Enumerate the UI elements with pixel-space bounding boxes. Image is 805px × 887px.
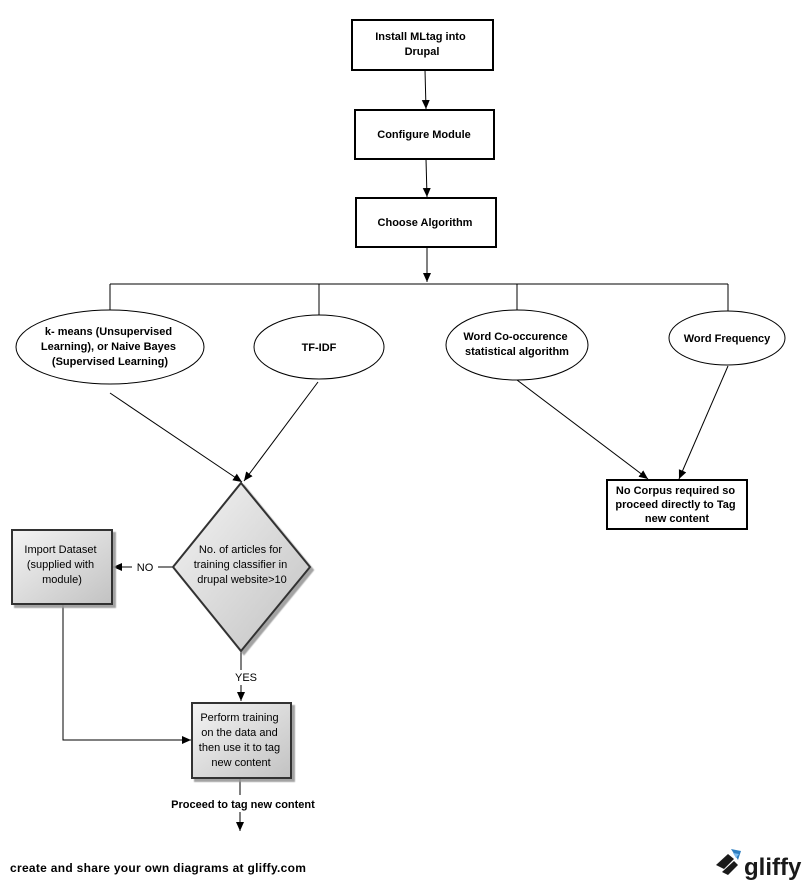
node-decision-line: No. of articles for: [199, 544, 282, 556]
node-nocorpus-line: No Corpus required so: [616, 485, 735, 497]
node-proceed: Proceed to tag new content: [171, 799, 315, 811]
node-tfidf-line: TF-IDF: [302, 342, 337, 354]
svg-text:TF-IDF: TF-IDF: [302, 342, 337, 354]
svg-text:Configure Module: Configure Module: [377, 129, 471, 141]
edge-label-yes: YES: [235, 672, 257, 684]
edge-tfidf-decision: [243, 381, 319, 482]
svg-text:No. of articles for trai: No. of articles for training classifier …: [194, 544, 291, 586]
node-wordfreq-line: Word Frequency: [684, 333, 771, 345]
edge-label-no: NO: [137, 562, 154, 574]
gliffy-logo-icon: [716, 849, 741, 875]
node-decision-line: drupal website>10: [197, 574, 287, 586]
node-proceed-line: Proceed to tag new content: [171, 799, 315, 811]
node-import-line: module): [42, 574, 82, 586]
node-cooccurrence[interactable]: Word Co-occurence statistical algorithm: [445, 309, 589, 381]
edge-cooc-nocorpus: [516, 379, 649, 480]
node-word-frequency[interactable]: Word Frequency: [668, 310, 786, 366]
node-training-line: Perform training: [200, 712, 278, 724]
node-configure[interactable]: Configure Module: [354, 109, 495, 160]
edge-configure-choose: [422, 158, 431, 198]
node-training-line: then use it to tag: [199, 742, 280, 754]
node-training-line: new content: [211, 757, 270, 769]
node-decision-line: training classifier in: [194, 559, 288, 571]
edge-wordfreq-nocorpus: [678, 365, 729, 480]
node-nocorpus-line: proceed directly to Tag: [615, 499, 735, 511]
svg-text:Word Frequency: Word Frequency: [684, 333, 771, 345]
gliffy-logo-text: gliffy: [744, 854, 802, 881]
node-cooc-line: statistical algorithm: [465, 346, 569, 358]
node-cooc-line: Word Co-occurence: [463, 331, 567, 343]
node-nocorpus-line: new content: [645, 513, 710, 525]
footer-text[interactable]: create and share your own diagrams at gl…: [10, 861, 307, 875]
node-tfidf[interactable]: TF-IDF: [253, 314, 385, 380]
svg-text:Choose Algorithm: Choose Algorithm: [378, 217, 473, 229]
edge-import-training: [62, 604, 191, 744]
svg-text:Perform training on the: Perform training on the data and then us…: [199, 712, 283, 769]
node-install-line: Drupal: [405, 46, 440, 58]
edge-kmeans-decision: [109, 392, 243, 483]
node-kmeans-line: (Supervised Learning): [52, 356, 168, 368]
node-install-line: Install MLtag into: [375, 31, 466, 43]
node-import-line: Import Dataset: [24, 544, 96, 556]
node-choose-line: Choose Algorithm: [378, 217, 473, 229]
gliffy-logo[interactable]: gliffy: [714, 848, 802, 882]
node-kmeans[interactable]: k- means (Unsupervised Learning), or Nai…: [15, 309, 205, 385]
edge-label-no-text: NO: [137, 562, 154, 574]
svg-text:k- means (Unsupervised L: k- means (Unsupervised Learning), or Nai…: [41, 326, 179, 368]
node-import-dataset[interactable]: Import Dataset (supplied with module): [11, 529, 113, 605]
svg-text:No Corpus required so pr: No Corpus required so proceed directly t…: [615, 485, 738, 525]
node-import-line: (supplied with: [27, 559, 94, 571]
svg-text:Install MLtag into Drupa: Install MLtag into Drupal: [375, 31, 469, 58]
node-training-line: on the data and: [201, 727, 277, 739]
node-kmeans-line: Learning), or Naive Bayes: [41, 341, 176, 353]
node-decision[interactable]: No. of articles for training classifier …: [171, 481, 312, 653]
edge-install-configure: [421, 69, 430, 110]
node-configure-line: Configure Module: [377, 129, 471, 141]
edges: [62, 69, 729, 831]
node-no-corpus[interactable]: No Corpus required so proceed directly t…: [606, 479, 748, 530]
node-kmeans-line: k- means (Unsupervised: [45, 326, 172, 338]
node-install[interactable]: Install MLtag into Drupal: [351, 19, 494, 71]
svg-text:Import Dataset (supplied: Import Dataset (supplied with module): [24, 544, 99, 586]
node-choose-algorithm[interactable]: Choose Algorithm: [355, 197, 497, 248]
node-perform-training[interactable]: Perform training on the data and then us…: [191, 702, 292, 779]
svg-text:Word Co-occurence statis: Word Co-occurence statistical algorithm: [463, 331, 570, 358]
edge-label-yes-text: YES: [235, 672, 257, 684]
